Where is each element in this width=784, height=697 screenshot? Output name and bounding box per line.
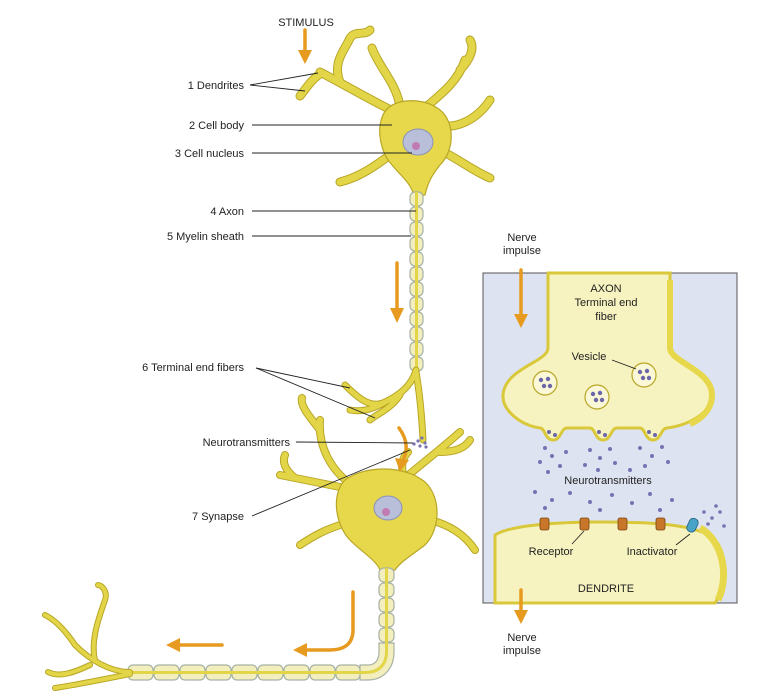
stimulus-arrow xyxy=(298,28,312,64)
top-nucleolus xyxy=(412,142,420,150)
bottom-terminal-fibers xyxy=(42,582,133,691)
lower-neuron xyxy=(276,394,479,571)
synapse-arrow xyxy=(395,426,409,472)
stimulus-label: STIMULUS xyxy=(278,17,334,29)
inactivator-label: Inactivator xyxy=(627,546,678,558)
lower-cell-nucleus xyxy=(373,495,403,521)
terminal-fibers xyxy=(341,366,427,444)
corner-arrow xyxy=(293,590,355,657)
receptor-leader xyxy=(571,530,585,545)
inset-axon-sub2: fiber xyxy=(595,311,617,323)
inset-top-arrow xyxy=(514,268,528,328)
top-neuron xyxy=(295,25,495,196)
inset-axon-sub1: Terminal end xyxy=(575,297,638,309)
cell-nucleus-label: 3 Cell nucleus xyxy=(175,148,245,160)
lower-nucleolus xyxy=(382,508,390,516)
receptor-label: Receptor xyxy=(529,546,574,558)
lower-axon xyxy=(127,567,395,681)
cell-body-label: 2 Cell body xyxy=(189,120,245,132)
inactivator-leader xyxy=(675,533,691,546)
terminal-fibers-label: 6 Terminal end fibers xyxy=(142,362,244,374)
dendrites-leader-a xyxy=(249,72,319,86)
top-cell-nucleus xyxy=(402,128,434,156)
inset-axon-title: AXON xyxy=(590,283,621,295)
nerve-impulse-top-l1: Nerve xyxy=(507,232,536,244)
nerve-impulse-bottom-l1: Nerve xyxy=(507,632,536,644)
receptors xyxy=(539,517,666,531)
terminal-fibers-leader-a xyxy=(255,367,351,389)
vesicle-leader xyxy=(611,359,637,370)
dendrites-leader-b xyxy=(249,84,306,92)
nerve-impulse-bottom-l2: impulse xyxy=(503,645,541,657)
inset-bottom-arrow xyxy=(514,588,528,624)
neurotransmitters-label: Neurotransmitters xyxy=(203,437,291,449)
myelin-sheath-label: 5 Myelin sheath xyxy=(167,231,244,243)
inactivator-molecule xyxy=(686,517,699,533)
cleft-neurotransmitters xyxy=(533,445,726,528)
neurotransmitters-leader xyxy=(295,441,414,444)
synapse-label: 7 Synapse xyxy=(192,511,244,523)
synapse-inset: Nerve impulse AXON Terminal end fiber Ve… xyxy=(482,232,738,657)
top-dendrites xyxy=(295,25,495,187)
synapse-leader xyxy=(251,449,411,517)
vesicles xyxy=(532,362,657,437)
vesicle-label: Vesicle xyxy=(572,351,607,363)
axon-label: 4 Axon xyxy=(210,206,244,218)
top-axon xyxy=(409,191,424,372)
left-arrow xyxy=(166,638,224,652)
inset-dendrite-label: DENDRITE xyxy=(578,583,634,595)
axon-arrow xyxy=(390,261,404,323)
inset-neurotransmitters-label: Neurotransmitters xyxy=(564,475,652,487)
synapse-cluster xyxy=(412,436,428,449)
dendrites-label: 1 Dendrites xyxy=(188,80,245,92)
inset-dendrite-edge xyxy=(698,524,728,602)
nerve-impulse-top-l2: impulse xyxy=(503,245,541,257)
inset-axon-edge xyxy=(667,280,716,427)
terminal-fibers-leader-b xyxy=(255,367,376,419)
